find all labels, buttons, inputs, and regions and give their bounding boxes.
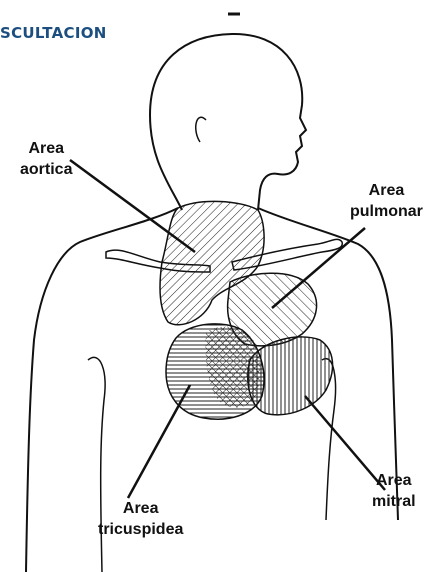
label-tricuspid: Area tricuspidea	[98, 498, 183, 540]
label-pulmonary-line2: pulmonar	[350, 201, 423, 222]
label-tricuspid-line2: tricuspidea	[98, 519, 183, 540]
label-mitral: Area mitral	[372, 470, 416, 512]
tricuspid-pointer-line	[128, 385, 190, 498]
label-tricuspid-line1: Area	[98, 498, 183, 519]
label-mitral-line1: Area	[372, 470, 416, 491]
label-pulmonary: Area pulmonar	[350, 180, 423, 222]
page-title: SCULTACION	[0, 24, 107, 42]
head-outline	[150, 34, 306, 210]
label-aortic: Area aortica	[20, 138, 72, 180]
label-pulmonary-line1: Area	[350, 180, 423, 201]
label-aortic-line2: aortica	[20, 159, 72, 180]
ear	[196, 117, 206, 142]
label-mitral-line2: mitral	[372, 491, 416, 512]
label-aortic-line1: Area	[20, 138, 72, 159]
pulmonary-pointer-line	[272, 228, 365, 308]
